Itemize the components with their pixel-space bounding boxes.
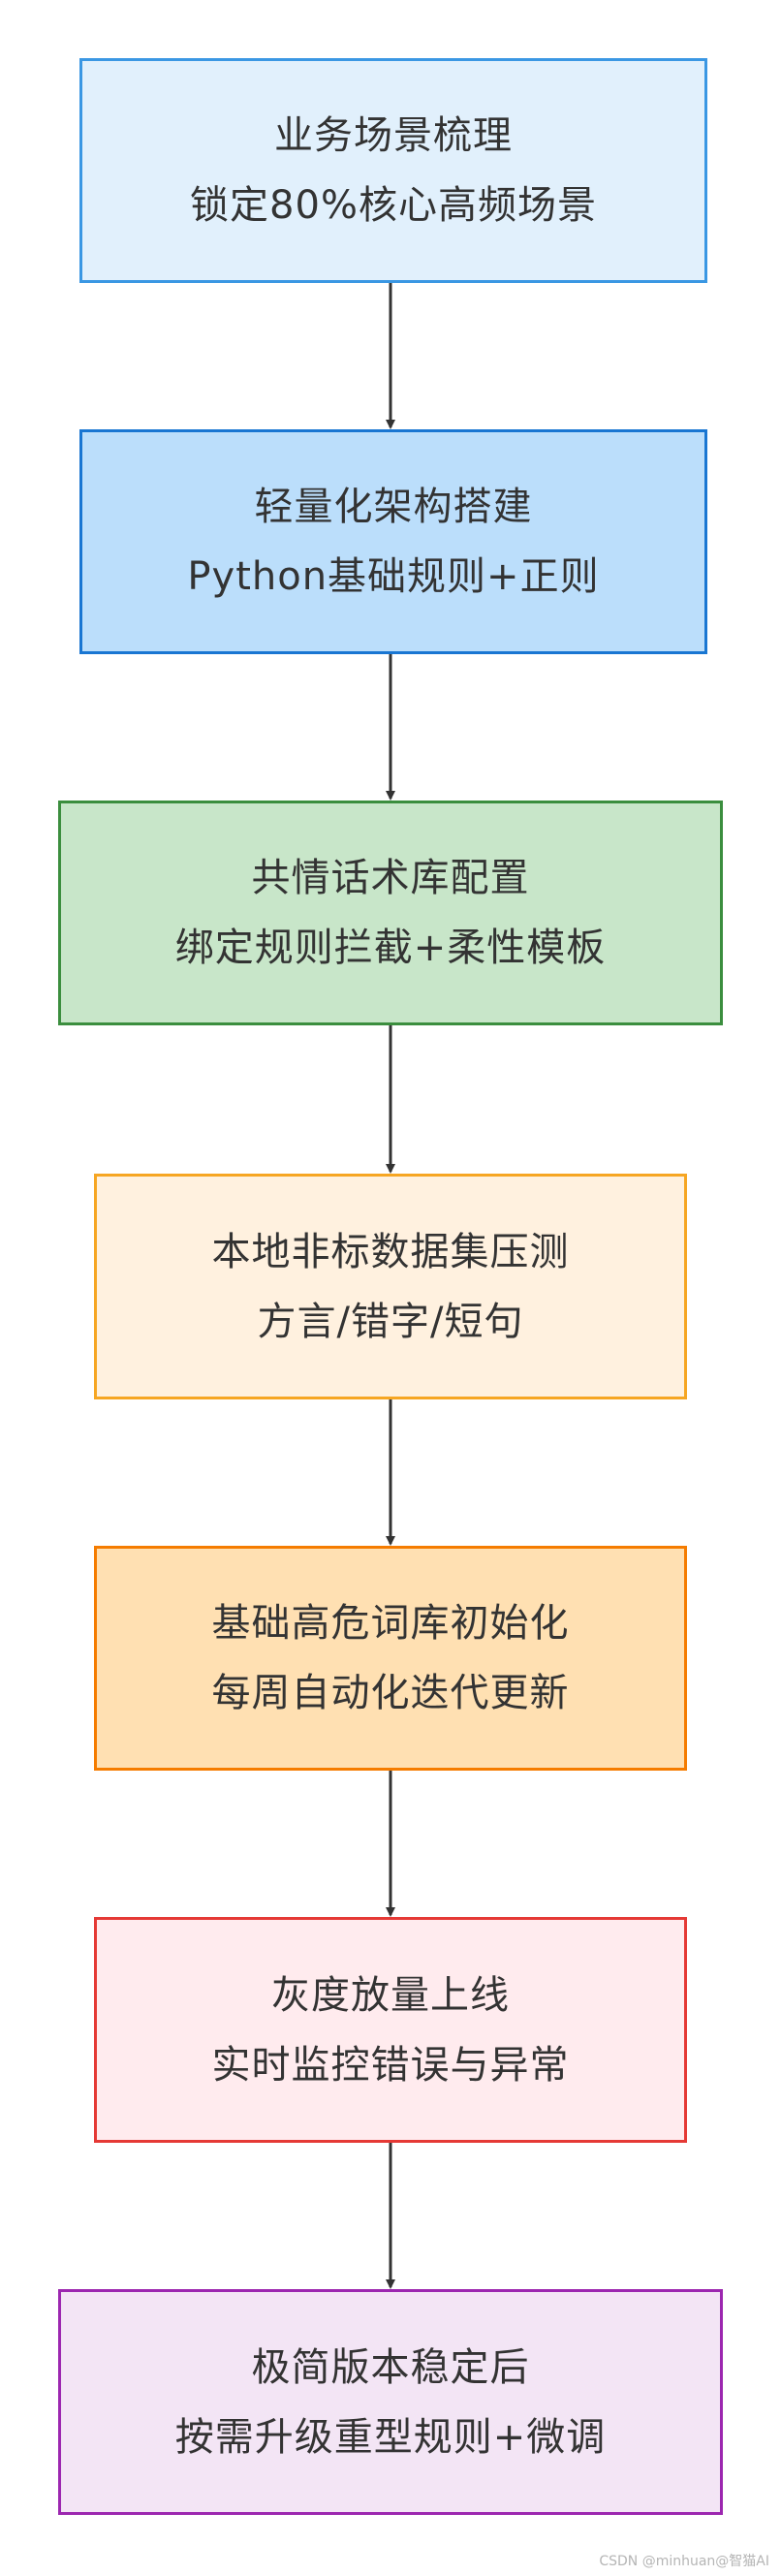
node-empathy-script-line-2: 绑定规则拦截+柔性模板 bbox=[174, 926, 607, 970]
node-empathy-script-line-1: 共情话术库配置 bbox=[251, 856, 530, 900]
node-gray-release-line-1: 灰度放量上线 bbox=[271, 1972, 510, 2018]
node-stress-test: 本地非标数据集压测方言/错字/短句 bbox=[94, 1174, 687, 1399]
node-risk-lexicon-line-1: 基础高危词库初始化 bbox=[211, 1601, 570, 1646]
node-scenario-sort-line-1: 业务场景梳理 bbox=[274, 113, 513, 158]
node-risk-lexicon: 基础高危词库初始化每周自动化迭代更新 bbox=[94, 1546, 687, 1771]
node-gray-release-line-2: 实时监控错误与异常 bbox=[211, 2042, 570, 2088]
node-light-arch-line-1: 轻量化架构搭建 bbox=[254, 485, 533, 529]
node-upgrade-line-1: 极简版本稳定后 bbox=[251, 2344, 530, 2390]
node-gray-release: 灰度放量上线实时监控错误与异常 bbox=[94, 1917, 687, 2143]
node-empathy-script: 共情话术库配置绑定规则拦截+柔性模板 bbox=[58, 801, 723, 1025]
node-scenario-sort-line-2: 锁定80%核心高频场景 bbox=[190, 183, 597, 228]
node-stress-test-line-2: 方言/错字/短句 bbox=[257, 1299, 524, 1344]
node-light-arch-line-2: Python基础规则+正则 bbox=[187, 554, 600, 599]
node-light-arch: 轻量化架构搭建 Python基础规则+正则 bbox=[79, 429, 707, 654]
node-risk-lexicon-line-2: 每周自动化迭代更新 bbox=[211, 1671, 570, 1715]
watermark: CSDN @minhuan@智猫AI bbox=[599, 2554, 769, 2569]
node-stress-test-line-1: 本地非标数据集压测 bbox=[211, 1229, 570, 1274]
node-upgrade: 极简版本稳定后按需升级重型规则+微调 bbox=[58, 2289, 723, 2515]
node-upgrade-line-2: 按需升级重型规则+微调 bbox=[174, 2414, 607, 2460]
node-scenario-sort: 业务场景梳理锁定80%核心高频场景 bbox=[79, 58, 707, 283]
